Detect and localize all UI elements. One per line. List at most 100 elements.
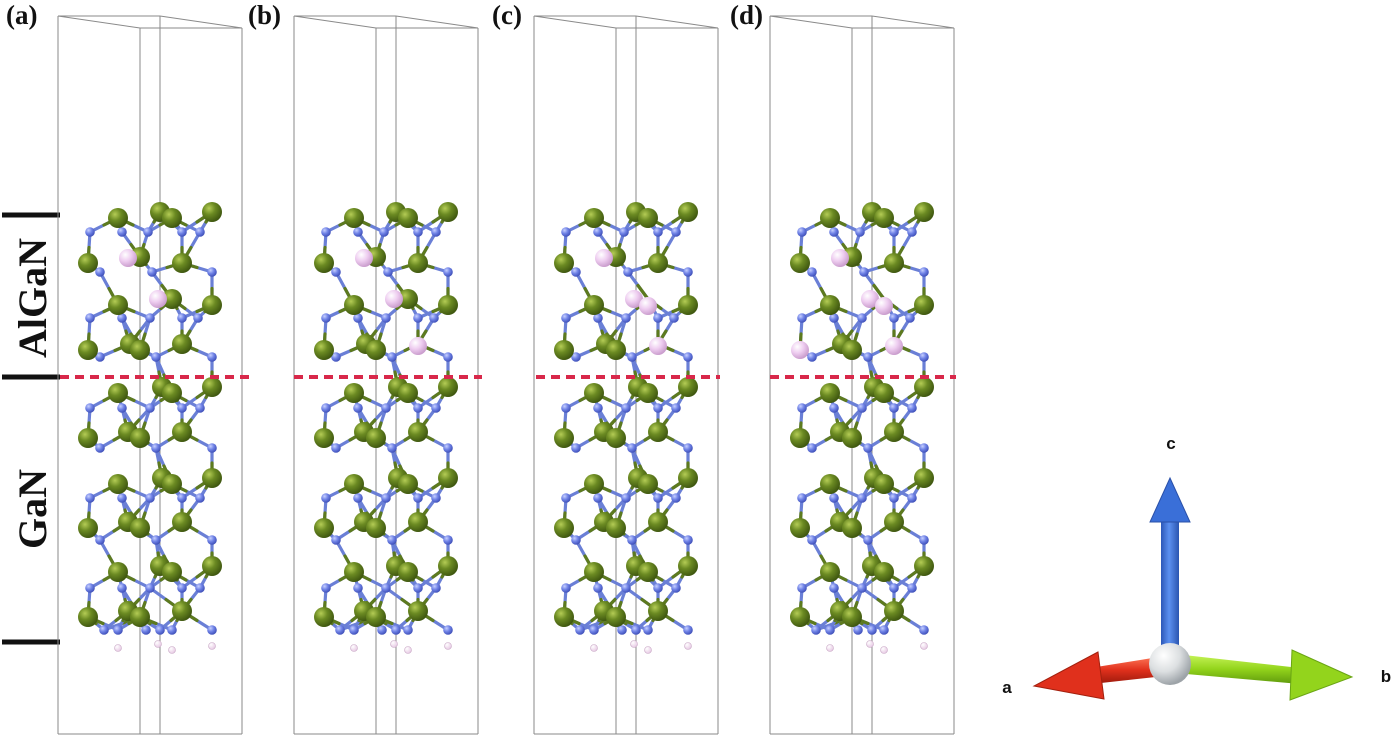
nitrogen-atom [413, 227, 423, 237]
nitrogen-atom [381, 493, 391, 503]
nitrogen-atom [907, 583, 917, 593]
nitrogen-atom [443, 267, 453, 277]
gallium-atom [648, 512, 668, 532]
gallium-atom [408, 422, 428, 442]
nitrogen-atom [621, 493, 631, 503]
gallium-atom [398, 383, 418, 403]
nitrogen-atom [443, 443, 453, 453]
nitrogen-atom [857, 493, 867, 503]
gallium-atom [554, 253, 574, 273]
cell-edge [871, 15, 955, 29]
nitrogen-atom [863, 352, 873, 362]
gallium-atom [678, 377, 698, 397]
nitrogen-atom [671, 583, 681, 593]
aluminum-atom [649, 337, 667, 355]
nitrogen-atom [571, 267, 581, 277]
gallium-atom [584, 295, 604, 315]
nitrogen-atom [683, 625, 693, 635]
nitrogen-atom [321, 227, 331, 237]
nitrogen-atom [653, 583, 663, 593]
gallium-atom [790, 518, 810, 538]
nitrogen-atom [907, 403, 917, 413]
nitrogen-atom [859, 267, 869, 277]
aluminum-atom [355, 249, 373, 267]
gallium-atom [438, 377, 458, 397]
gallium-atom [130, 428, 150, 448]
gallium-atom [78, 340, 98, 360]
nitrogen-atom [671, 403, 681, 413]
gallium-atom [678, 556, 698, 576]
gallium-atom [438, 556, 458, 576]
cell-edge [533, 15, 617, 29]
aluminum-atom [119, 249, 137, 267]
aluminum-atom [875, 297, 893, 315]
gallium-atom [648, 422, 668, 442]
nitrogen-atom [907, 227, 917, 237]
gallium-atom [842, 518, 862, 538]
nitrogen-atom [85, 583, 95, 593]
aluminum-atom [149, 290, 167, 308]
nitrogen-atom [807, 535, 817, 545]
bond-half [872, 283, 886, 301]
cell-edge [769, 15, 853, 29]
nitrogen-atom [321, 583, 331, 593]
nitrogen-atom [387, 443, 397, 453]
gallium-atom [172, 512, 192, 532]
gallium-atom [130, 340, 150, 360]
nitrogen-atom [207, 535, 217, 545]
atom-structure [78, 202, 222, 654]
gallium-atom [344, 295, 364, 315]
nitrogen-atom [99, 625, 109, 635]
gallium-atom [884, 601, 904, 621]
nitrogen-atom [193, 313, 203, 323]
nitrogen-atom [653, 403, 663, 413]
nitrogen-atom [443, 352, 453, 362]
gallium-atom [648, 601, 668, 621]
nitrogen-atom [95, 267, 105, 277]
nitrogen-atom [683, 352, 693, 362]
gallium-atom [438, 202, 458, 222]
gallium-atom [842, 607, 862, 627]
hydrogen-atom [114, 644, 122, 652]
nitrogen-atom [177, 313, 187, 323]
nitrogen-atom [919, 267, 929, 277]
nitrogen-atom [561, 493, 571, 503]
gallium-atom [606, 340, 626, 360]
nitrogen-atom [353, 227, 363, 237]
nitrogen-atom [653, 493, 663, 503]
gallium-atom [78, 518, 98, 538]
hydrogen-atom [630, 640, 638, 648]
hydrogen-atom [590, 644, 598, 652]
nitrogen-atom [807, 443, 817, 453]
gallium-atom [398, 289, 418, 309]
nitrogen-atom [117, 583, 127, 593]
aluminum-atom [625, 290, 643, 308]
nitrogen-atom [117, 313, 127, 323]
nitrogen-atom [331, 535, 341, 545]
hydrogen-atom [404, 646, 412, 654]
gallium-atom [606, 428, 626, 448]
nitrogen-atom [331, 443, 341, 453]
nitrogen-atom [177, 403, 187, 413]
gallium-atom [162, 562, 182, 582]
gallium-atom [638, 208, 658, 228]
atom-structure [314, 202, 458, 654]
nitrogen-atom [195, 493, 205, 503]
nitrogen-atom [889, 313, 899, 323]
aluminum-atom [885, 337, 903, 355]
gallium-atom [842, 428, 862, 448]
gallium-atom [584, 383, 604, 403]
nitrogen-atom [151, 352, 161, 362]
nitrogen-atom [627, 352, 637, 362]
nitrogen-atom [117, 403, 127, 413]
nitrogen-atom [829, 313, 839, 323]
gallium-atom [606, 607, 626, 627]
nitrogen-atom [561, 583, 571, 593]
nitrogen-atom [195, 403, 205, 413]
gallium-atom [678, 202, 698, 222]
gallium-atom [202, 468, 222, 488]
gallium-atom [884, 253, 904, 273]
panel-a: (a) [6, 0, 243, 735]
nitrogen-atom [429, 313, 439, 323]
hydrogen-atom [866, 640, 874, 648]
